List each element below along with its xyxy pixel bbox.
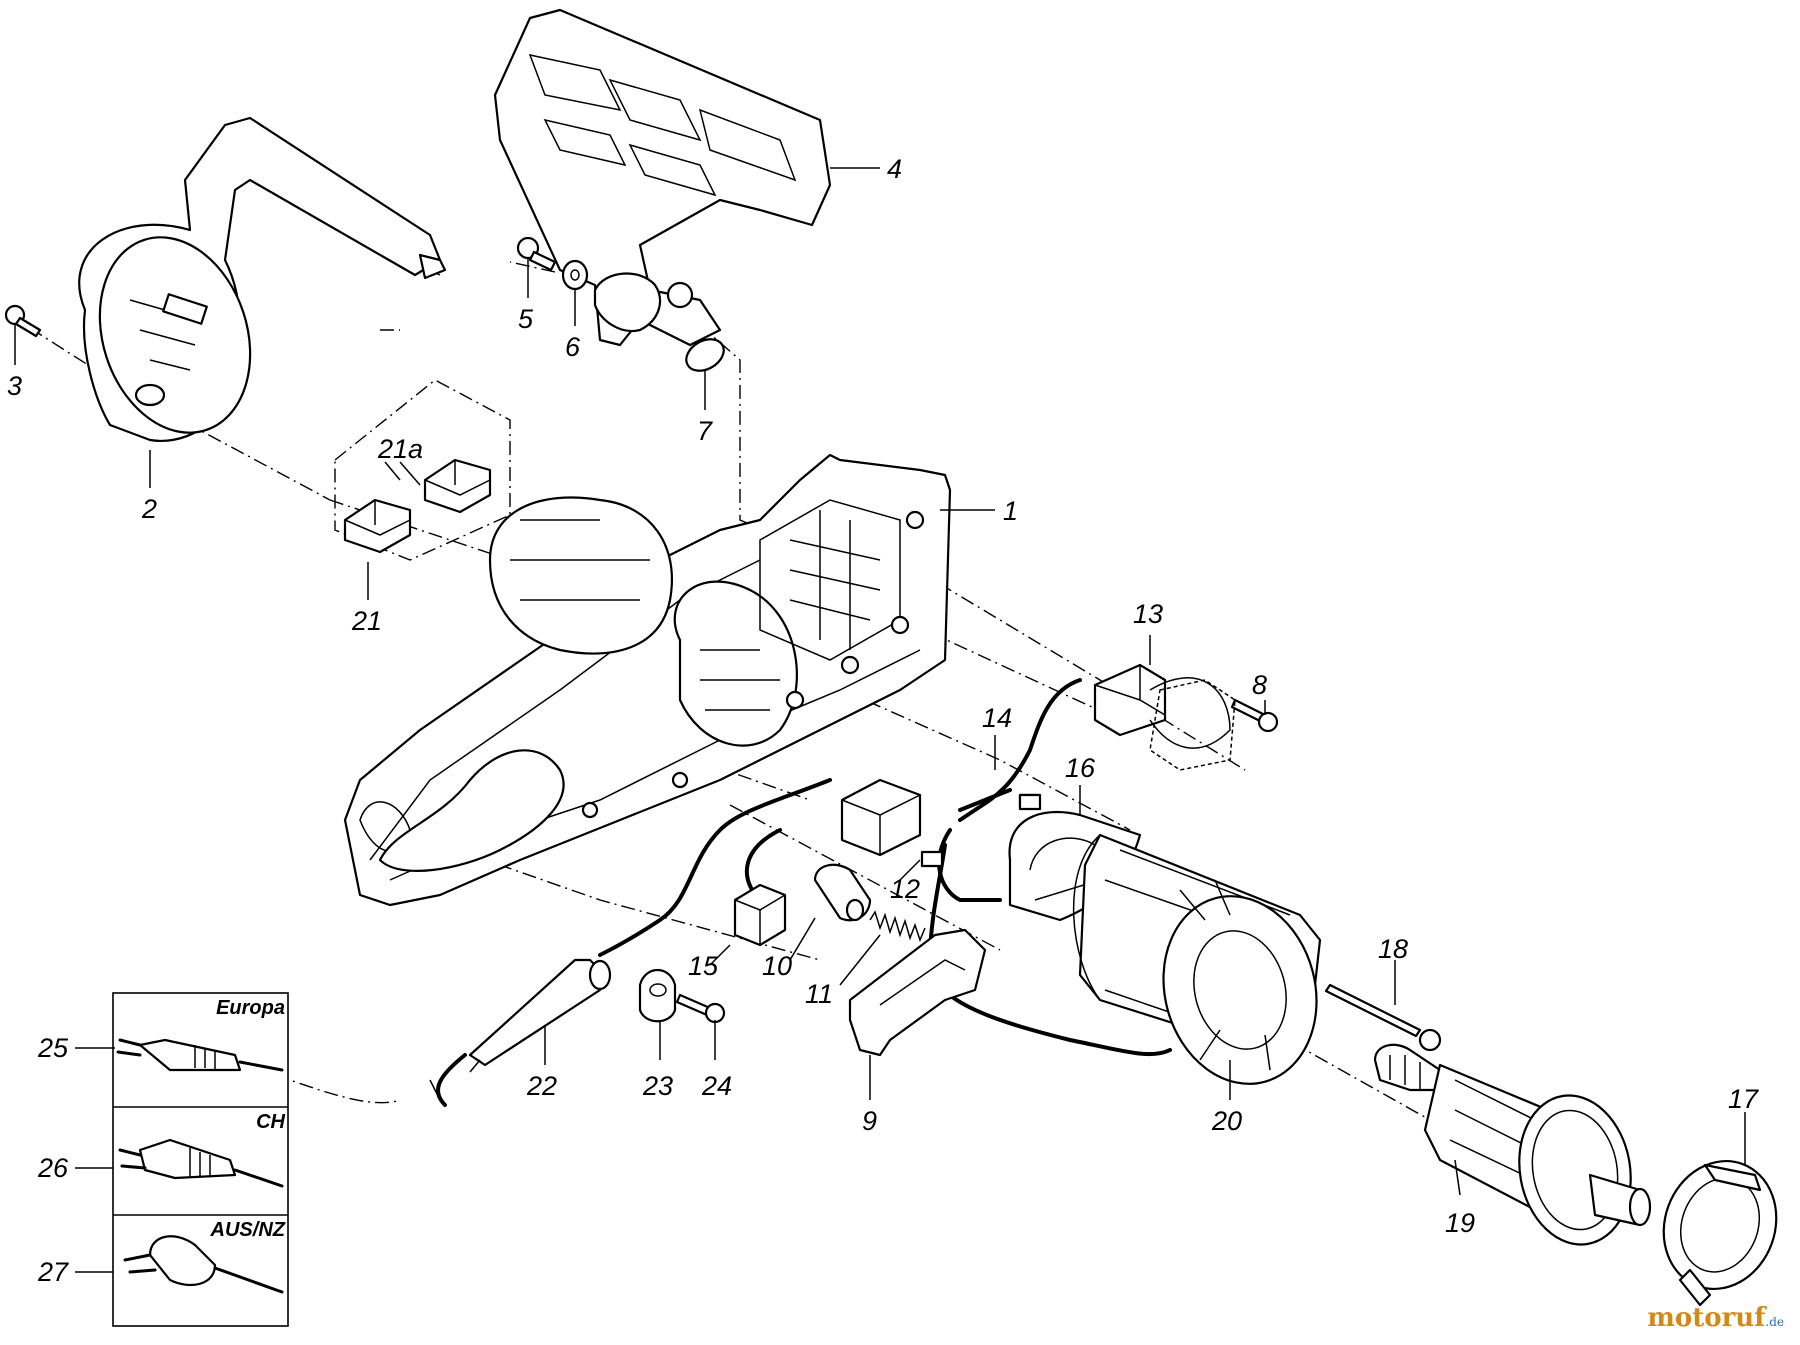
callout-8: 8	[1252, 670, 1267, 700]
callout-16: 16	[1065, 753, 1096, 783]
rear-handle	[78, 116, 447, 442]
callout-4: 4	[887, 154, 902, 184]
screw-5	[516, 236, 557, 272]
callout-9: 9	[862, 1106, 877, 1136]
brush-21a-right	[423, 458, 492, 514]
washer-6	[561, 259, 589, 291]
armature-19	[1373, 1043, 1652, 1246]
plug-variants-panel: Europa CH AUS/NZ	[112, 992, 289, 1327]
leader-lines	[14, 167, 1746, 1273]
callout-21a: 21a	[377, 434, 423, 464]
callout-26: 26	[37, 1153, 69, 1183]
callout-7: 7	[697, 416, 713, 446]
brush-holder-set	[334, 379, 511, 561]
screw-18	[1324, 983, 1442, 1052]
fan-baffle-17	[1662, 1159, 1778, 1307]
watermark-suffix: .de	[1765, 1315, 1784, 1329]
wiring-harness	[598, 678, 1172, 1057]
watermark-logo: motoruf.de	[1647, 1303, 1784, 1333]
screw-8	[1230, 698, 1279, 733]
spring-11	[869, 910, 926, 943]
callout-23: 23	[642, 1071, 673, 1101]
callout-24: 24	[701, 1071, 732, 1101]
plug-europa	[116, 1038, 284, 1072]
small-hardware	[4, 236, 1279, 1024]
callout-19: 19	[1445, 1208, 1475, 1238]
plug-label-europa: Europa	[216, 997, 285, 1019]
screw-24	[675, 993, 726, 1024]
callout-21: 21	[351, 606, 382, 636]
callout-1: 1	[1003, 496, 1018, 526]
callout-11: 11	[805, 979, 833, 1009]
callout-numbers: 4 1 2 3 5 6 7 21 21a 13 8 14 16 12 15 10…	[7, 154, 1759, 1287]
screw-3	[4, 304, 42, 338]
cord-clamp-23	[638, 969, 677, 1023]
callout-17: 17	[1728, 1084, 1759, 1114]
lock-button-10	[813, 863, 872, 922]
callout-13: 13	[1133, 599, 1163, 629]
ring-7	[685, 338, 725, 372]
power-cord-22	[429, 958, 612, 1107]
callout-12: 12	[890, 874, 920, 904]
plug-ch	[118, 1138, 284, 1188]
callout-2: 2	[141, 494, 157, 524]
callout-15: 15	[688, 951, 719, 981]
plug-ausnz	[123, 1235, 284, 1294]
bracket-plate	[1149, 679, 1236, 771]
brush-21a-left	[343, 498, 412, 554]
plug-label-ch: CH	[256, 1111, 285, 1133]
callout-27: 27	[37, 1257, 69, 1287]
callout-20: 20	[1211, 1106, 1242, 1136]
callout-14: 14	[982, 703, 1012, 733]
watermark-brand: motoruf	[1647, 1303, 1766, 1333]
main-housing	[343, 453, 952, 907]
callout-6: 6	[565, 332, 581, 362]
callout-18: 18	[1378, 934, 1408, 964]
capacitor-15	[733, 883, 787, 947]
callout-10: 10	[762, 951, 792, 981]
stator-20	[1073, 833, 1322, 1085]
callout-25: 25	[37, 1033, 69, 1063]
plug-label-ausnz: AUS/NZ	[210, 1219, 286, 1241]
callout-22: 22	[526, 1071, 557, 1101]
switch-13	[1093, 663, 1231, 749]
callout-5: 5	[518, 304, 534, 334]
front-hand-guard	[493, 8, 832, 347]
trigger-9	[848, 928, 987, 1057]
callout-3: 3	[7, 371, 22, 401]
